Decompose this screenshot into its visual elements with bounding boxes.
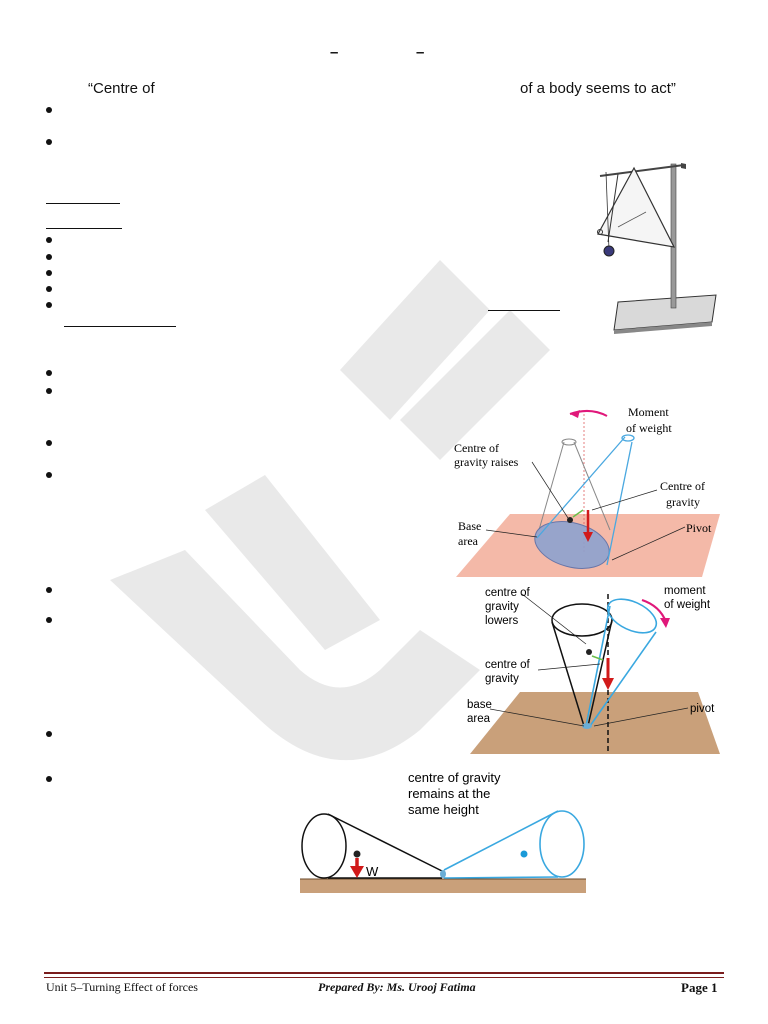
moment-label: moment (664, 585, 706, 597)
base-label: area (467, 713, 491, 725)
bullet (46, 776, 52, 782)
neutral-caption: centre of gravity (408, 770, 501, 785)
bullet (46, 587, 52, 593)
cg-label: centre of (485, 659, 531, 671)
title-dash-left: – (330, 44, 339, 61)
heading-underline (46, 203, 120, 204)
footer-unit: Unit 5–Turning Effect of forces (46, 980, 198, 994)
bullet (46, 302, 52, 308)
base-label: base (467, 699, 492, 711)
cg-raises-label: Centre of (454, 441, 499, 455)
title-dash-right: – (416, 44, 425, 61)
neutral-caption: same height (408, 802, 479, 817)
definition-right: of a body seems to act” (520, 80, 676, 97)
bullet (46, 731, 52, 737)
heading-underline (46, 228, 122, 229)
footer-rule (44, 972, 724, 974)
bullet (46, 254, 52, 260)
bullet (46, 617, 52, 623)
base-label: Base (458, 519, 481, 533)
pivot-label: pivot (690, 703, 715, 715)
bullet (46, 370, 52, 376)
footer-author: Prepared By: Ms. Urooj Fatima (318, 980, 476, 994)
bullet (46, 237, 52, 243)
bullet (46, 139, 52, 145)
bullet (46, 270, 52, 276)
moment-label: of weight (626, 421, 672, 435)
bullet (46, 472, 52, 478)
bullet (46, 286, 52, 292)
cg-lowers-label: centre of (485, 587, 531, 599)
term-underline (64, 326, 176, 327)
pivot-label: Pivot (686, 521, 712, 535)
cg-lowers-label: gravity (485, 601, 519, 613)
footer-page-number: Page 1 (681, 980, 718, 995)
moment-label: of weight (664, 599, 711, 611)
weight-label: W (366, 864, 379, 879)
unstable-cone-figure: Moment of weight Centre of gravity raise… (454, 405, 720, 577)
cone-on-point-figure: centre of gravity lowers moment of weigh… (467, 585, 720, 754)
cone-on-side-figure: W centre of gravity remains at the same … (300, 770, 586, 893)
cg-lowers-label: lowers (485, 615, 518, 627)
base-label: area (458, 534, 479, 548)
bullet (46, 107, 52, 113)
cg-label: Centre of (660, 479, 705, 493)
neutral-caption: remains at the (408, 786, 490, 801)
moment-label: Moment (628, 405, 669, 419)
footer-rule (44, 977, 724, 978)
term-underline (488, 310, 560, 311)
cg-label: gravity (666, 495, 700, 509)
bullet (46, 388, 52, 394)
definition-left: “Centre of (88, 80, 155, 97)
retort-stand-figure (597, 163, 717, 334)
cg-raises-label: gravity raises (454, 455, 519, 469)
watermark-logo (110, 260, 550, 761)
bullet (46, 440, 52, 446)
cg-label: gravity (485, 673, 519, 685)
